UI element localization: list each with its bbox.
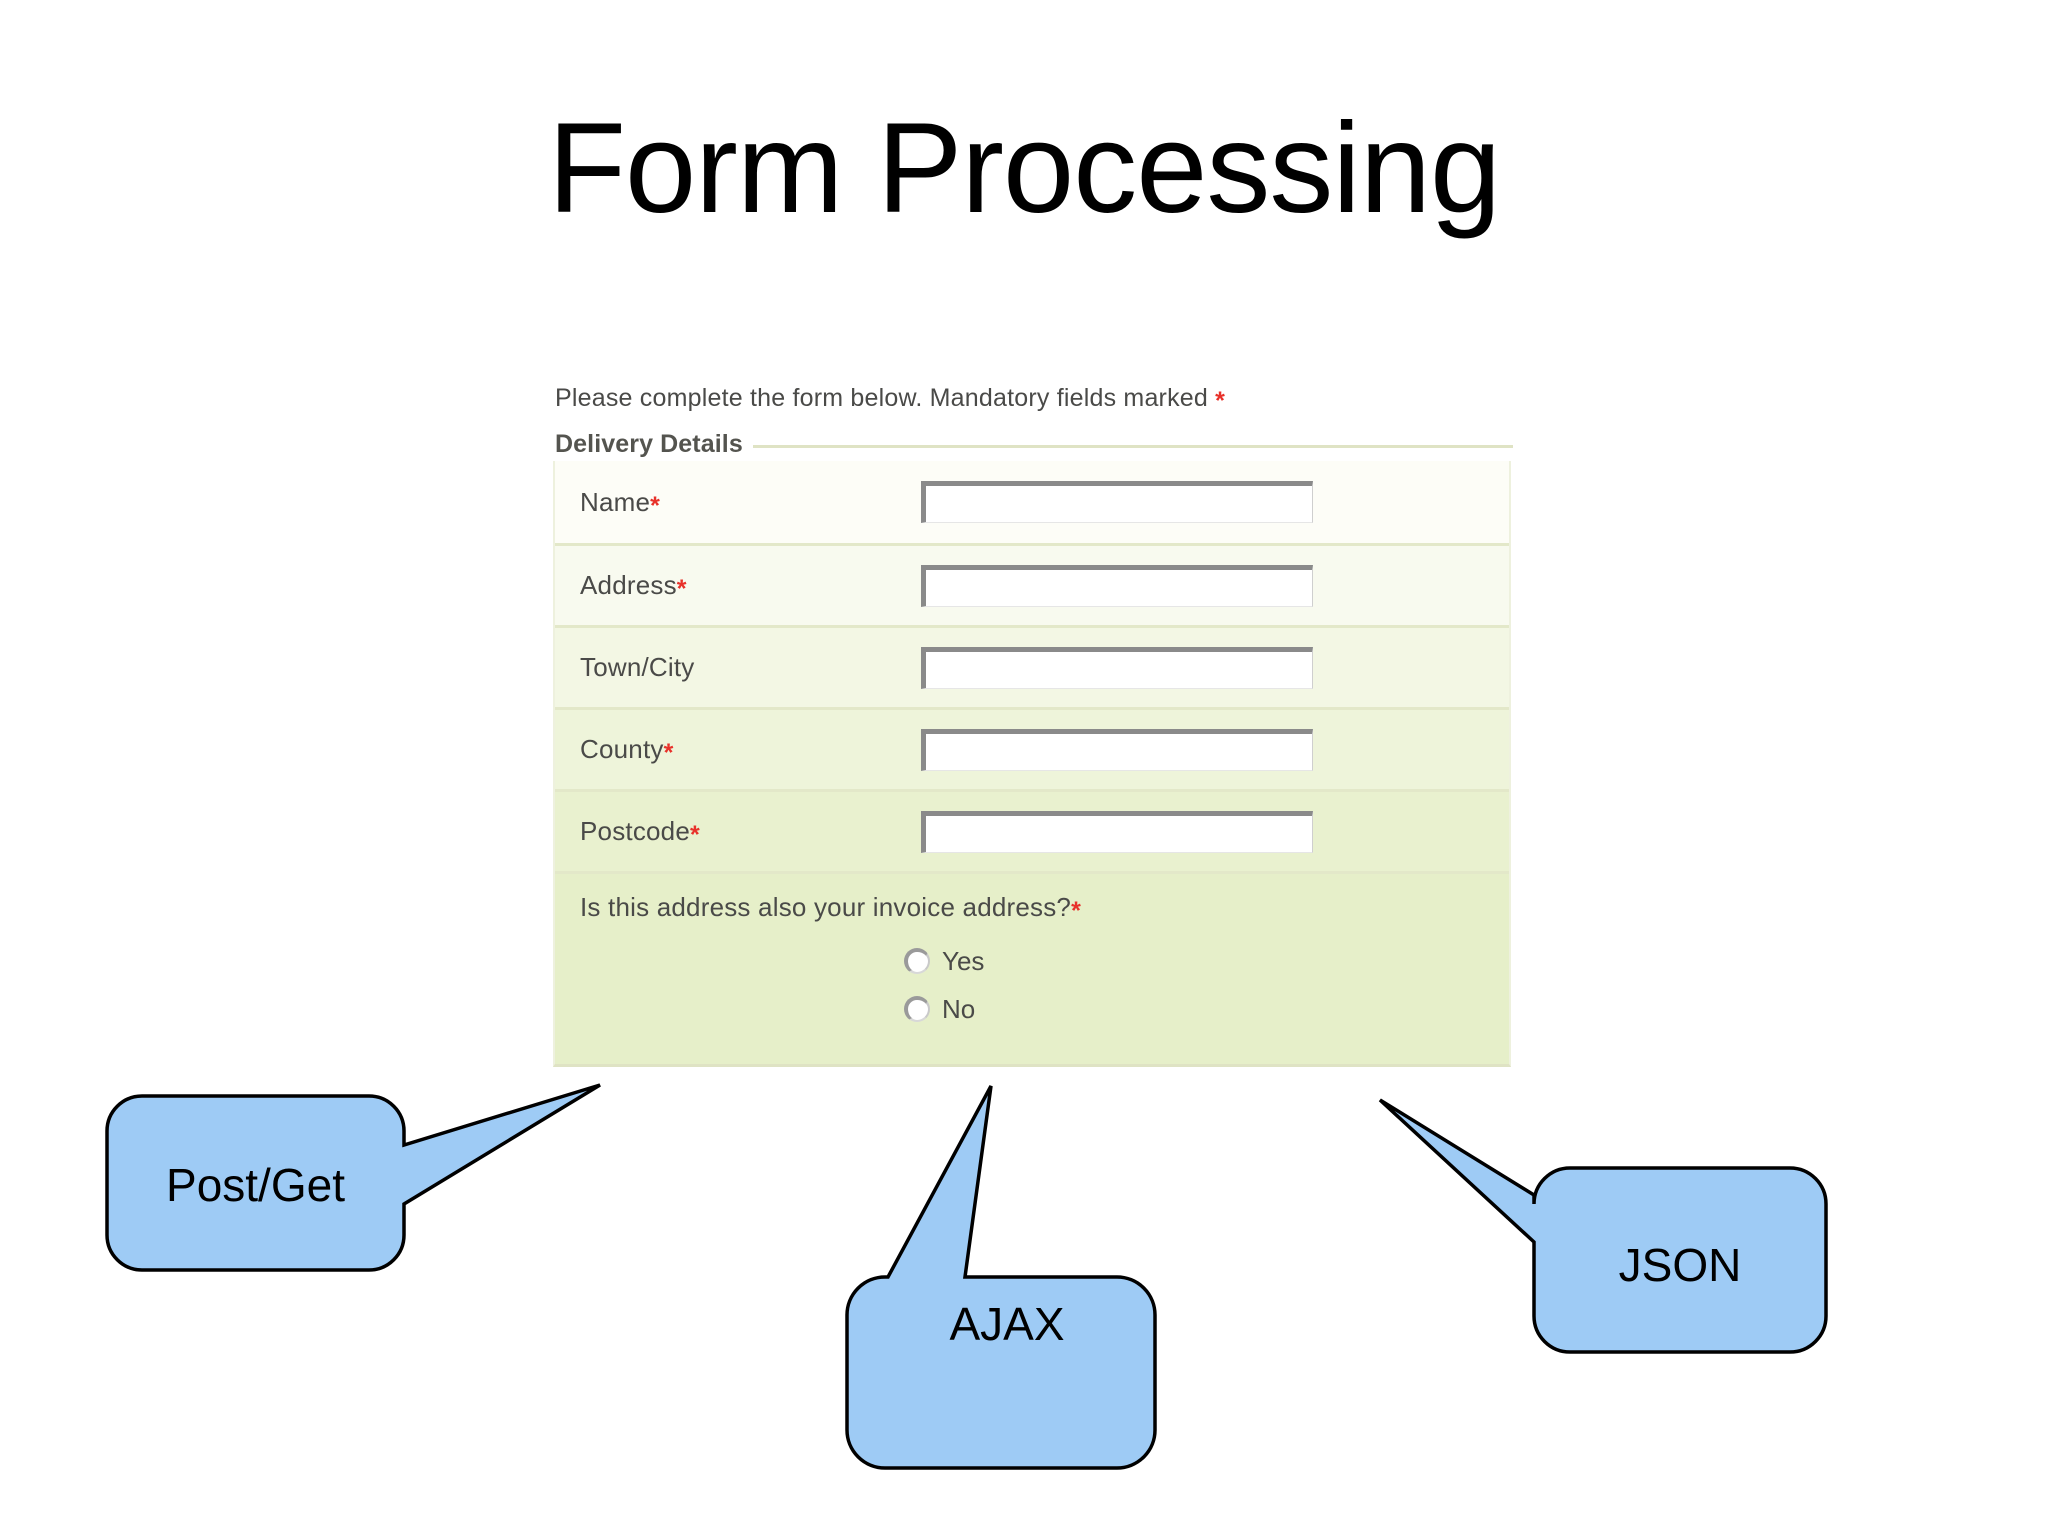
page-title: Form Processing — [547, 97, 1501, 240]
field-label-address: Address* — [580, 570, 900, 603]
radio-option-yes[interactable]: Yes — [904, 937, 1509, 985]
fieldset-divider — [752, 444, 1513, 448]
required-asterisk: * — [676, 575, 687, 603]
form-row-name: Name* — [555, 461, 1509, 543]
name-input[interactable] — [921, 481, 1313, 523]
invoice-address-question: Is this address also your invoice addres… — [580, 892, 1509, 925]
address-input[interactable] — [921, 564, 1313, 607]
form-field-table: Name* Address* Town/City County* — [553, 461, 1511, 1067]
form-row-county: County* — [555, 707, 1509, 789]
callout-label-postget: Post/Get — [166, 1159, 345, 1211]
callout-bubble-json-shape — [1378, 1098, 1828, 1354]
required-asterisk: * — [690, 821, 700, 849]
form-screenshot: Please complete the form below. Mandator… — [553, 383, 1513, 1067]
radio-button-icon[interactable] — [904, 948, 930, 974]
required-asterisk: * — [650, 491, 661, 520]
callout-bubble-ajax-shape — [845, 1085, 1157, 1470]
radio-option-no[interactable]: No — [904, 985, 1509, 1033]
form-row-town-city: Town/City — [555, 625, 1509, 707]
field-label-name: Name* — [580, 486, 900, 520]
required-asterisk: * — [663, 739, 674, 767]
field-label-town-city-text: Town/City — [580, 652, 695, 682]
callout-label-ajax: AJAX — [949, 1298, 1065, 1350]
callout-label-json: JSON — [1618, 1239, 1742, 1291]
radio-option-no-label: No — [942, 993, 976, 1024]
form-row-invoice-address: Is this address also your invoice addres… — [555, 871, 1509, 1064]
field-label-postcode-text: Postcode — [580, 816, 691, 846]
field-label-address-text: Address — [580, 570, 677, 600]
invoice-address-options: Yes No — [904, 937, 1509, 1033]
field-label-county: County* — [580, 734, 900, 767]
form-instructions: Please complete the form below. Mandator… — [555, 383, 1513, 415]
fieldset-legend: Delivery Details — [555, 429, 743, 458]
radio-button-icon[interactable] — [904, 996, 930, 1022]
field-label-name-text: Name — [580, 486, 651, 517]
form-row-postcode: Postcode* — [555, 789, 1509, 871]
field-label-town-city: Town/City — [580, 652, 900, 683]
town-city-input[interactable] — [921, 646, 1313, 689]
form-row-address: Address* — [555, 543, 1509, 625]
invoice-address-question-text: Is this address also your invoice addres… — [580, 892, 1072, 922]
fieldset-header: Delivery Details — [555, 427, 1513, 461]
required-asterisk: * — [1071, 897, 1082, 925]
county-input[interactable] — [921, 728, 1313, 771]
postcode-input[interactable] — [921, 810, 1313, 853]
radio-option-yes-label: Yes — [942, 945, 985, 976]
field-label-county-text: County — [580, 734, 664, 764]
required-asterisk: * — [1215, 387, 1226, 415]
field-label-postcode: Postcode* — [580, 816, 900, 849]
form-instructions-text: Please complete the form below. Mandator… — [555, 384, 1208, 412]
